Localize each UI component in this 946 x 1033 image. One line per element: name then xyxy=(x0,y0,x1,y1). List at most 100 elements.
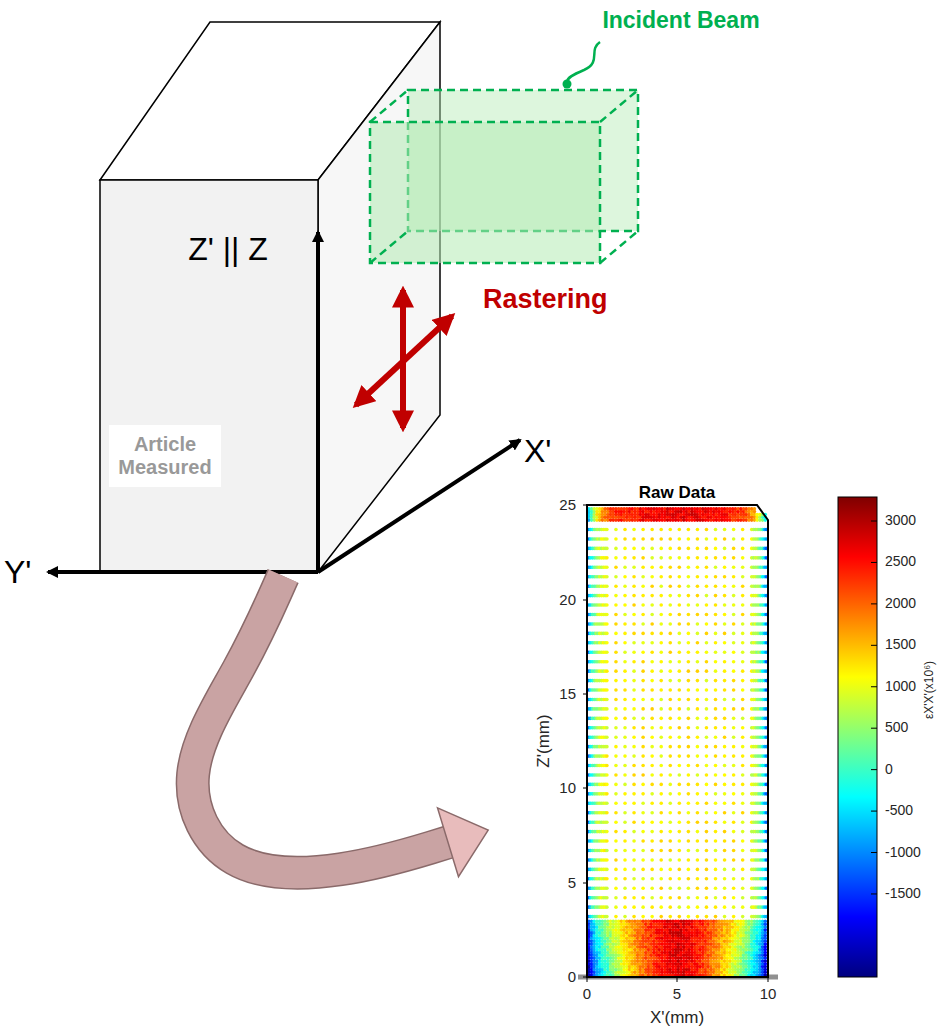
data-point xyxy=(723,792,727,796)
data-point xyxy=(623,745,627,749)
data-point xyxy=(668,811,672,815)
data-point xyxy=(641,745,645,749)
data-point xyxy=(696,868,700,872)
data-point xyxy=(687,849,691,853)
data-point xyxy=(623,754,627,758)
data-point xyxy=(705,764,709,768)
data-point xyxy=(650,745,654,749)
data-point xyxy=(732,764,736,768)
data-point xyxy=(668,886,672,890)
data-point xyxy=(741,868,745,872)
data-point xyxy=(668,792,672,796)
data-point xyxy=(614,811,618,815)
data-point xyxy=(696,811,700,815)
data-point xyxy=(741,783,745,787)
data-point xyxy=(623,905,627,909)
data-point xyxy=(632,745,636,749)
data-point xyxy=(659,849,663,853)
data-point xyxy=(678,896,682,900)
data-point xyxy=(614,877,618,881)
data-point xyxy=(605,877,609,881)
data-point xyxy=(659,811,663,815)
data-point xyxy=(678,754,682,758)
data-point xyxy=(650,802,654,806)
data-point xyxy=(732,877,736,881)
data-point xyxy=(714,868,718,872)
data-point xyxy=(668,802,672,806)
data-point xyxy=(705,802,709,806)
rastering-arrows xyxy=(356,290,452,428)
data-point xyxy=(641,820,645,824)
data-point xyxy=(614,764,618,768)
data-point xyxy=(650,830,654,834)
data-point xyxy=(605,783,609,787)
data-point xyxy=(732,905,736,909)
data-point xyxy=(732,868,736,872)
strain-map xyxy=(578,497,877,982)
data-point xyxy=(605,849,609,853)
data-point xyxy=(723,915,727,919)
data-point xyxy=(705,839,709,843)
data-point xyxy=(714,915,718,919)
data-point xyxy=(650,811,654,815)
data-point xyxy=(732,754,736,758)
data-point xyxy=(605,745,609,749)
data-point xyxy=(641,811,645,815)
data-point xyxy=(723,830,727,834)
data-point xyxy=(605,915,609,919)
data-point xyxy=(687,773,691,777)
data-point xyxy=(641,849,645,853)
data-point xyxy=(605,792,609,796)
data-point xyxy=(687,877,691,881)
data-point xyxy=(714,886,718,890)
data-point xyxy=(650,754,654,758)
data-point xyxy=(605,896,609,900)
data-point xyxy=(641,896,645,900)
data-point xyxy=(687,839,691,843)
data-point xyxy=(714,839,718,843)
data-point xyxy=(741,839,745,843)
data-point xyxy=(632,773,636,777)
data-point xyxy=(623,764,627,768)
data-point xyxy=(605,754,609,758)
data-point xyxy=(678,820,682,824)
data-point xyxy=(705,783,709,787)
data-point xyxy=(714,905,718,909)
data-point xyxy=(696,820,700,824)
data-point xyxy=(696,773,700,777)
data-point xyxy=(678,905,682,909)
data-point xyxy=(705,811,709,815)
data-point xyxy=(605,839,609,843)
data-point xyxy=(678,764,682,768)
data-point xyxy=(650,896,654,900)
data-point xyxy=(659,905,663,909)
data-point xyxy=(650,858,654,862)
data-point xyxy=(641,868,645,872)
data-point xyxy=(678,783,682,787)
data-point xyxy=(741,849,745,853)
data-point xyxy=(668,839,672,843)
data-point xyxy=(741,896,745,900)
data-point xyxy=(614,839,618,843)
data-point xyxy=(696,783,700,787)
data-point xyxy=(605,858,609,862)
data-point xyxy=(723,773,727,777)
data-point xyxy=(696,745,700,749)
data-point xyxy=(614,783,618,787)
data-point xyxy=(614,820,618,824)
data-point xyxy=(732,811,736,815)
data-point xyxy=(659,802,663,806)
data-point xyxy=(623,811,627,815)
data-point xyxy=(705,830,709,834)
data-point xyxy=(641,877,645,881)
data-point xyxy=(696,839,700,843)
data-point xyxy=(714,820,718,824)
data-point xyxy=(659,915,663,919)
data-point xyxy=(650,773,654,777)
data-point xyxy=(705,886,709,890)
data-point xyxy=(605,868,609,872)
data-point xyxy=(714,896,718,900)
data-point xyxy=(687,868,691,872)
data-point xyxy=(632,877,636,881)
